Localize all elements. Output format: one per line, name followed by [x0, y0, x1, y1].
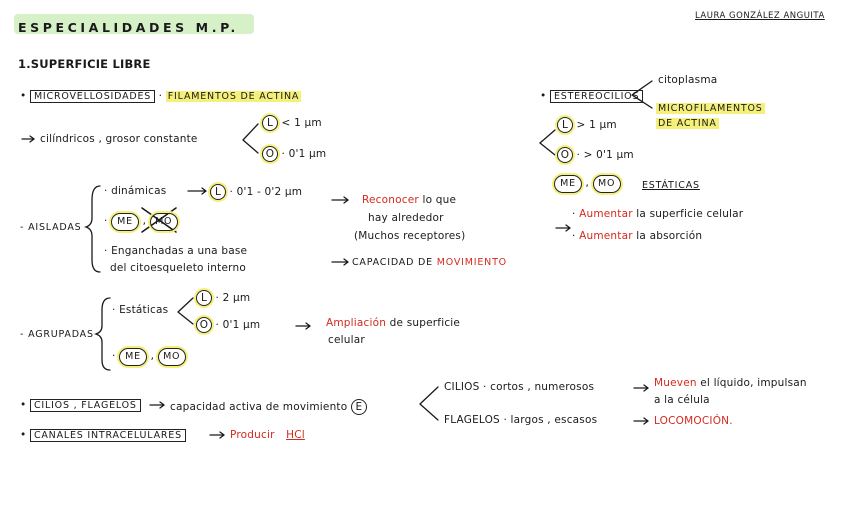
agrupadas-l-row: L · 2 µm — [196, 290, 250, 306]
aisladas-me: ME — [111, 213, 140, 231]
agrupadas-mo: MO — [157, 348, 186, 366]
cilios-e-circle: E — [350, 399, 367, 415]
micro-o-value: 0'1 µm — [288, 148, 327, 160]
agrupadas-cellular: celular — [328, 334, 365, 346]
aisladas-movement: CAPACIDAD DE MOVIMIENTO — [352, 256, 507, 269]
movement-red: MOVIMIENTO — [436, 257, 507, 268]
estereo-o-value: > 0'1 µm — [583, 149, 634, 161]
micro-row: • MICROVELLOSIDADES · FILAMENTOS DE ACTI… — [20, 90, 302, 103]
estereo-label: ESTEREOCILIOS — [549, 90, 644, 103]
micro-cylindrical: cilíndricos , grosor constante — [40, 133, 198, 145]
estereo-o-row: O · > 0'1 µm — [557, 147, 634, 163]
aisladas-anchored-1-text: Enganchadas a una base — [111, 245, 248, 257]
agrupadas-me: ME — [119, 348, 148, 366]
cilios-row: • CILIOS , FLAGELOS — [20, 399, 141, 412]
author-name: LAURA GONZÁLEZ ANGUITA — [695, 11, 825, 21]
agrupadas-o-circle: O — [196, 317, 212, 333]
estereo-static: ESTÁTICAS — [642, 180, 700, 191]
estereo-cytoplasm: citoplasma — [658, 74, 718, 86]
section-title: 1.SUPERFICIE LIBRE — [18, 57, 151, 71]
estereo-l-row: L > 1 µm — [557, 117, 617, 133]
aisladas-l-row: L · 0'1 - 0'2 µm — [210, 184, 302, 200]
estereo-increase-2: · Aumentar la absorción — [572, 230, 703, 242]
micro-o-row: O · 0'1 µm — [262, 146, 326, 162]
flagella-long: FLAGELOS · largos , escasos — [444, 414, 598, 426]
hcl-red: HCl — [286, 429, 305, 441]
estereo-micro-row: ME , MO — [554, 175, 621, 193]
agrupadas-l-value: 2 µm — [222, 292, 251, 304]
canales-row: • CANALES INTRACELULARES — [20, 429, 186, 442]
agrupadas-o-value: 0'1 µm — [222, 319, 261, 331]
aisladas-around: hay alrededor — [368, 212, 444, 224]
estereo-mo: MO — [592, 175, 621, 193]
ampl-rest: de superficie — [389, 317, 461, 329]
microfil-2-text: DE ACTINA — [656, 118, 719, 129]
page-title: ESPECIALIDADES M.P. — [18, 20, 239, 35]
estereo-microfil-1: MICROFILAMENTOS — [656, 102, 765, 115]
aisladas-label: - AISLADAS — [20, 222, 82, 233]
cilios-label: CILIOS , FLAGELOS — [29, 399, 141, 412]
aisladas-anchored-2: del citoesqueleto interno — [110, 262, 246, 274]
recognize-rest: lo que — [422, 194, 457, 206]
microfil-1-text: MICROFILAMENTOS — [656, 103, 765, 114]
cilios-capacity: capacidad activa de movimiento E — [170, 399, 367, 415]
move-rest: el líquido, impulsan — [700, 377, 807, 389]
estereo-l-circle: L — [557, 117, 573, 133]
estereo-o-circle: O — [557, 147, 573, 163]
canales-produce: Producir HCl — [230, 429, 305, 442]
inc2-rest: la absorción — [636, 230, 703, 242]
cilios-short: CILIOS · cortos , numerosos — [444, 381, 595, 393]
agrupadas-ampl: Ampliación de superficie — [326, 317, 460, 330]
micro-filaments: FILAMENTOS DE ACTINA — [165, 91, 302, 102]
aisladas-dynamic-text: dinámicas — [111, 185, 167, 197]
aisladas-recognize: Reconocer lo que — [362, 194, 456, 207]
aisladas-receptors: (Muchos receptores) — [354, 230, 466, 242]
canales-label: CANALES INTRACELULARES — [29, 429, 186, 442]
aisladas-micro-row: · ME , MO — [104, 213, 178, 231]
recognize-red: Reconocer — [362, 194, 419, 206]
capacity-text: capacidad activa de movimiento — [170, 401, 348, 413]
micro-label: MICROVELLOSIDADES — [29, 90, 156, 103]
agrupadas-label: - AGRUPADAS — [20, 329, 94, 340]
inc1-red: Aumentar — [579, 208, 633, 220]
aisladas-label-text: AISLADAS — [28, 222, 82, 233]
agrupadas-o-row: O · 0'1 µm — [196, 317, 260, 333]
micro-l-value: < 1 µm — [281, 117, 322, 129]
estereo-microfil-2: DE ACTINA — [656, 117, 719, 130]
agrupadas-static: · Estáticas — [112, 304, 169, 316]
aisladas-l-circle: L — [210, 184, 226, 200]
aisladas-l-value: 0'1 - 0'2 µm — [236, 186, 303, 198]
inc1-rest: la superficie celular — [636, 208, 744, 220]
estereo-me: ME — [554, 175, 582, 193]
title-highlight — [14, 14, 254, 34]
estereo-row: • ESTEREOCILIOS — [540, 90, 644, 103]
inc2-red: Aumentar — [579, 230, 633, 242]
aisladas-mo: MO — [149, 213, 178, 231]
aisladas-anchored-1: · Enganchadas a una base — [104, 245, 248, 257]
flagella-locomotion: LOCOMOCIÓN. — [654, 415, 733, 427]
micro-l-circle: L — [262, 115, 278, 131]
cilios-cell: a la célula — [654, 394, 710, 406]
cilios-move: Mueven el líquido, impulsan — [654, 377, 807, 390]
produce-red: Producir — [230, 429, 275, 441]
agrupadas-label-text: AGRUPADAS — [28, 329, 94, 340]
move-red: Mueven — [654, 377, 697, 389]
aisladas-dynamic: · dinámicas — [104, 185, 167, 197]
micro-o-circle: O — [262, 146, 278, 162]
agrupadas-static-text: Estáticas — [119, 304, 169, 316]
micro-l-row: L < 1 µm — [262, 115, 322, 131]
movement-prefix: CAPACIDAD DE — [352, 257, 433, 268]
estereo-increase-1: · Aumentar la superficie celular — [572, 208, 744, 220]
ampl-red: Ampliación — [326, 317, 387, 329]
agrupadas-micro-row: · ME , MO — [112, 348, 186, 366]
agrupadas-l-circle: L — [196, 290, 212, 306]
estereo-l-value: > 1 µm — [576, 119, 617, 131]
